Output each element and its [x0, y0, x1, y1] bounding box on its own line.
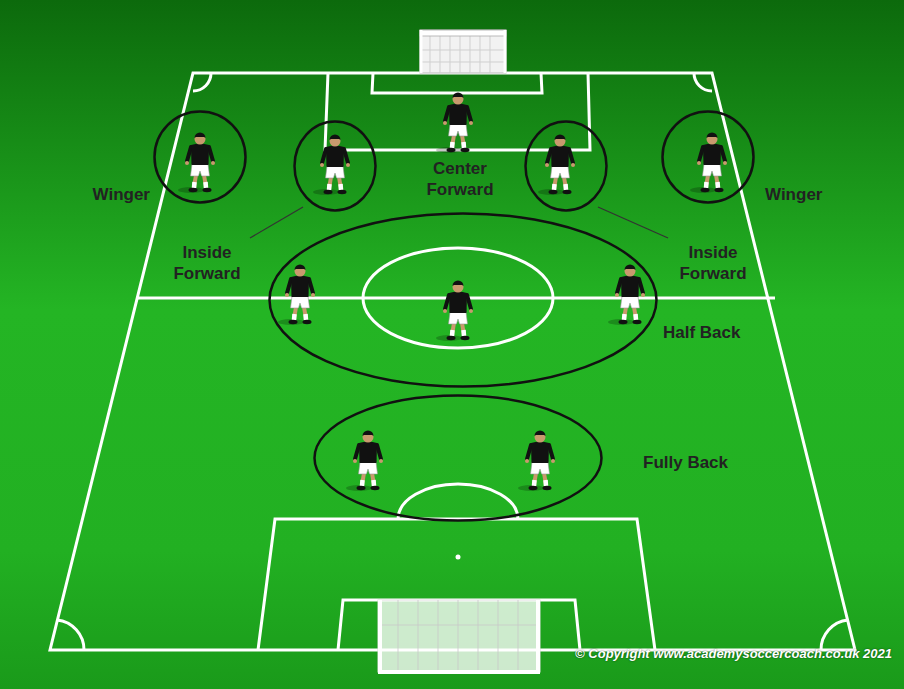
position-label: Center Forward: [420, 159, 500, 200]
player-figure: [436, 93, 473, 154]
leader-line: [250, 207, 303, 238]
position-label: Inside Forward: [673, 243, 753, 284]
position-label: Winger: [765, 185, 822, 206]
position-ellipse: Half Back: [268, 212, 658, 388]
player-figure: [278, 265, 315, 326]
ellipse-outline: [153, 110, 247, 204]
position-label: Winger: [93, 185, 150, 206]
leader-line: [598, 207, 668, 238]
position-label: Inside Forward: [167, 243, 247, 284]
position-label: Fully Back: [643, 453, 728, 474]
player-figure: [608, 265, 645, 326]
position-ellipse: Inside Forward: [293, 120, 377, 212]
ellipse-outline: [293, 120, 377, 212]
ellipse-outline: [524, 120, 608, 212]
ellipse-outline: [313, 394, 603, 522]
player-figure: [313, 135, 350, 196]
ellipse-outline: [268, 212, 658, 388]
position-ellipse: Fully Back: [313, 394, 603, 522]
position-ellipse: Inside Forward: [524, 120, 608, 212]
player-figure: [178, 133, 215, 194]
player-figure: [436, 281, 473, 342]
position-ellipse: Winger: [661, 110, 755, 204]
player-figure: [690, 133, 727, 194]
player-figure: [346, 431, 383, 492]
player-figure: [518, 431, 555, 492]
position-ellipse: Winger: [153, 110, 247, 204]
copyright-notice: © Copyright www.academysoccercoach.co.uk…: [575, 646, 892, 661]
position-label: Half Back: [663, 323, 740, 344]
player-figure: [538, 135, 575, 196]
ellipse-outline: [661, 110, 755, 204]
